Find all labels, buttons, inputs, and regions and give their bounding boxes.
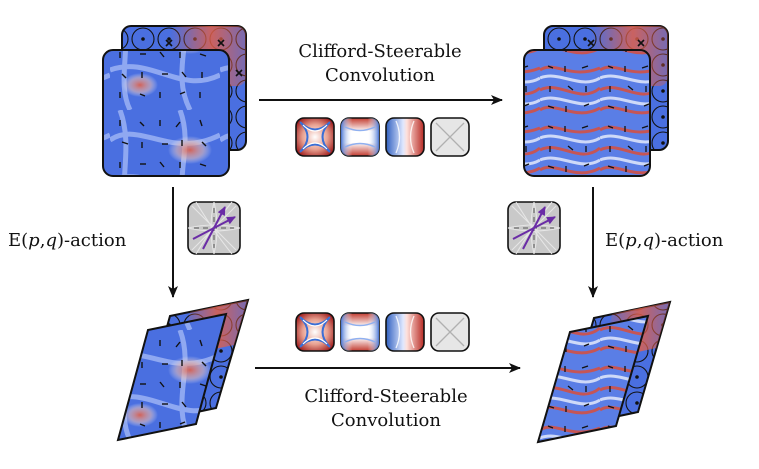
lorentz-transform-icon — [508, 202, 560, 254]
right-action-suffix: )-action — [653, 230, 724, 251]
transformed-input-front-layer — [116, 312, 228, 442]
left-action-prefix: E( — [8, 230, 29, 251]
input-scalar-channel-front — [102, 49, 230, 177]
top-convolution-line2: Convolution — [325, 65, 435, 86]
input-feature-field — [102, 25, 247, 177]
output-scalar-channel-front — [523, 49, 651, 177]
cross-marks — [165, 39, 243, 77]
right-action-prefix: E( — [605, 230, 626, 251]
top-kernel-row — [295, 117, 470, 157]
transformed-output-front-layer — [536, 314, 650, 444]
transformed-input-field — [116, 298, 250, 442]
right-action-comma: , — [636, 230, 643, 251]
left-action-comma: , — [39, 230, 46, 251]
bottom-convolution-line2: Convolution — [331, 410, 441, 431]
right-action-q: q — [642, 230, 654, 251]
bottom-convolution-line1: Clifford-Steerable — [304, 386, 468, 407]
top-convolution-line1: Clifford-Steerable — [298, 41, 462, 62]
cross-marks-output — [587, 39, 645, 47]
bottom-convolution-label: Clifford-Steerable Convolution — [291, 385, 481, 433]
left-action-suffix: )-action — [56, 230, 127, 251]
transformed-output-field — [536, 300, 672, 444]
left-action-q: q — [45, 230, 57, 251]
left-action-p: p — [28, 230, 40, 251]
left-action-label: E(p,q)-action — [8, 229, 158, 253]
right-action-label: E(p,q)-action — [605, 229, 755, 253]
right-action-p: p — [625, 230, 637, 251]
bottom-kernel-row — [295, 312, 470, 352]
output-feature-field — [523, 25, 669, 177]
lorentz-transform-icon — [188, 202, 240, 254]
top-convolution-label: Clifford-Steerable Convolution — [285, 40, 475, 88]
